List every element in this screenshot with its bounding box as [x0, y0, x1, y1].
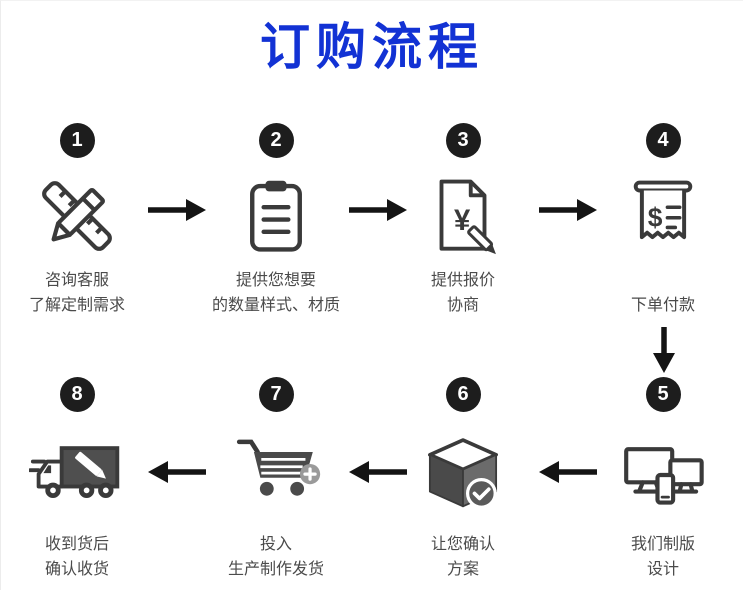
production-cart-icon: [230, 419, 322, 531]
design-devices-icon-svg: [624, 447, 704, 505]
step-7-label-line2: 生产制作发货: [227, 560, 324, 578]
step-6: 6 让您确认 方案: [378, 377, 548, 583]
clipboard-icon-svg: [250, 180, 302, 252]
step-8: 8 收到货后 确认收货: [1, 377, 153, 583]
step-3-label-line1: 提供报价: [430, 272, 495, 289]
step-8-label-line1: 收到货后: [44, 536, 109, 553]
flow-arrow-left-2: [349, 461, 407, 483]
delivery-truck-icon: [29, 419, 125, 531]
step-4-label: 下单付款: [631, 269, 695, 319]
yuan-symbol: ¥: [454, 205, 471, 237]
flow-arrow-right-2: [349, 199, 407, 221]
payment-receipt-icon: $: [619, 165, 707, 267]
step-8-number-badge: 8: [59, 377, 95, 412]
quotation-document-icon-svg: ¥: [439, 179, 496, 255]
page-title: 订购流程: [260, 19, 484, 75]
step-8-label-line2: 确认收货: [44, 560, 109, 578]
confirm-package-icon-svg: [428, 438, 498, 509]
delivery-truck-icon-svg: [29, 446, 120, 499]
step-2-label-line1: 提供您想要: [235, 272, 316, 289]
step-3: 3 ¥ 提供报价 协商: [378, 123, 548, 319]
step-1-label-line2: 了解定制需求: [28, 296, 125, 314]
step-2-label: 提供您想要 的数量样式、材质: [212, 269, 340, 319]
step-3-label-line2: 协商: [446, 296, 479, 314]
step-5-label-line2: 设计: [646, 560, 679, 578]
step-5: 5 我们制版 设计: [578, 377, 743, 583]
step-1-label: 咨询客服 了解定制需求: [29, 269, 125, 319]
step-1: 1 咨询客服 了解定制需求: [1, 123, 153, 319]
clipboard-icon: [232, 165, 320, 267]
step-7-label-line1: 投入: [259, 536, 292, 553]
step-7-label: 投入 生产制作发货: [228, 533, 324, 583]
dollar-symbol: $: [648, 203, 663, 233]
flow-arrow-right-1: [148, 199, 206, 221]
step-6-label-line1: 让您确认: [430, 536, 495, 553]
flow-arrow-right-3: [539, 199, 597, 221]
step-5-number-badge: 5: [645, 377, 681, 412]
step-2: 2 提供您想要 的数量样式、材质: [191, 123, 361, 319]
flow-arrow-left-3: [148, 461, 206, 483]
step-2-label-line2: 的数量样式、材质: [211, 296, 340, 314]
step-6-label-line2: 方案: [446, 560, 479, 578]
step-6-number-badge: 6: [445, 377, 481, 412]
flow-arrow-left-1: [539, 461, 597, 483]
pen-ruler-icon: [31, 165, 123, 267]
step-1-label-line1: 咨询客服: [44, 272, 109, 289]
confirm-package-icon: [417, 419, 509, 531]
pen-ruler-icon-svg: [42, 181, 112, 251]
step-4: 4 $ 下单付款: [578, 123, 743, 319]
step-2-number-badge: 2: [258, 123, 294, 158]
step-3-label: 提供报价 协商: [431, 269, 495, 319]
step-7: 7 投入 生产制作发货: [191, 377, 361, 583]
step-6-label: 让您确认 方案: [431, 533, 495, 583]
step-4-number-badge: 4: [645, 123, 681, 158]
step-5-label: 我们制版 设计: [631, 533, 695, 583]
step-3-number-badge: 3: [445, 123, 481, 158]
quotation-document-icon: ¥: [420, 165, 506, 267]
production-cart-icon-svg: [236, 439, 321, 496]
step-7-number-badge: 7: [258, 377, 294, 412]
design-devices-icon: [617, 419, 709, 531]
flow-arrow-down: [653, 327, 675, 373]
step-1-number-badge: 1: [59, 123, 95, 158]
step-8-label: 收到货后 确认收货: [45, 533, 109, 583]
step-5-label-line1: 我们制版: [630, 536, 695, 553]
payment-receipt-icon-svg: $: [633, 180, 693, 240]
step-4-label-line1: 下单付款: [630, 297, 695, 314]
